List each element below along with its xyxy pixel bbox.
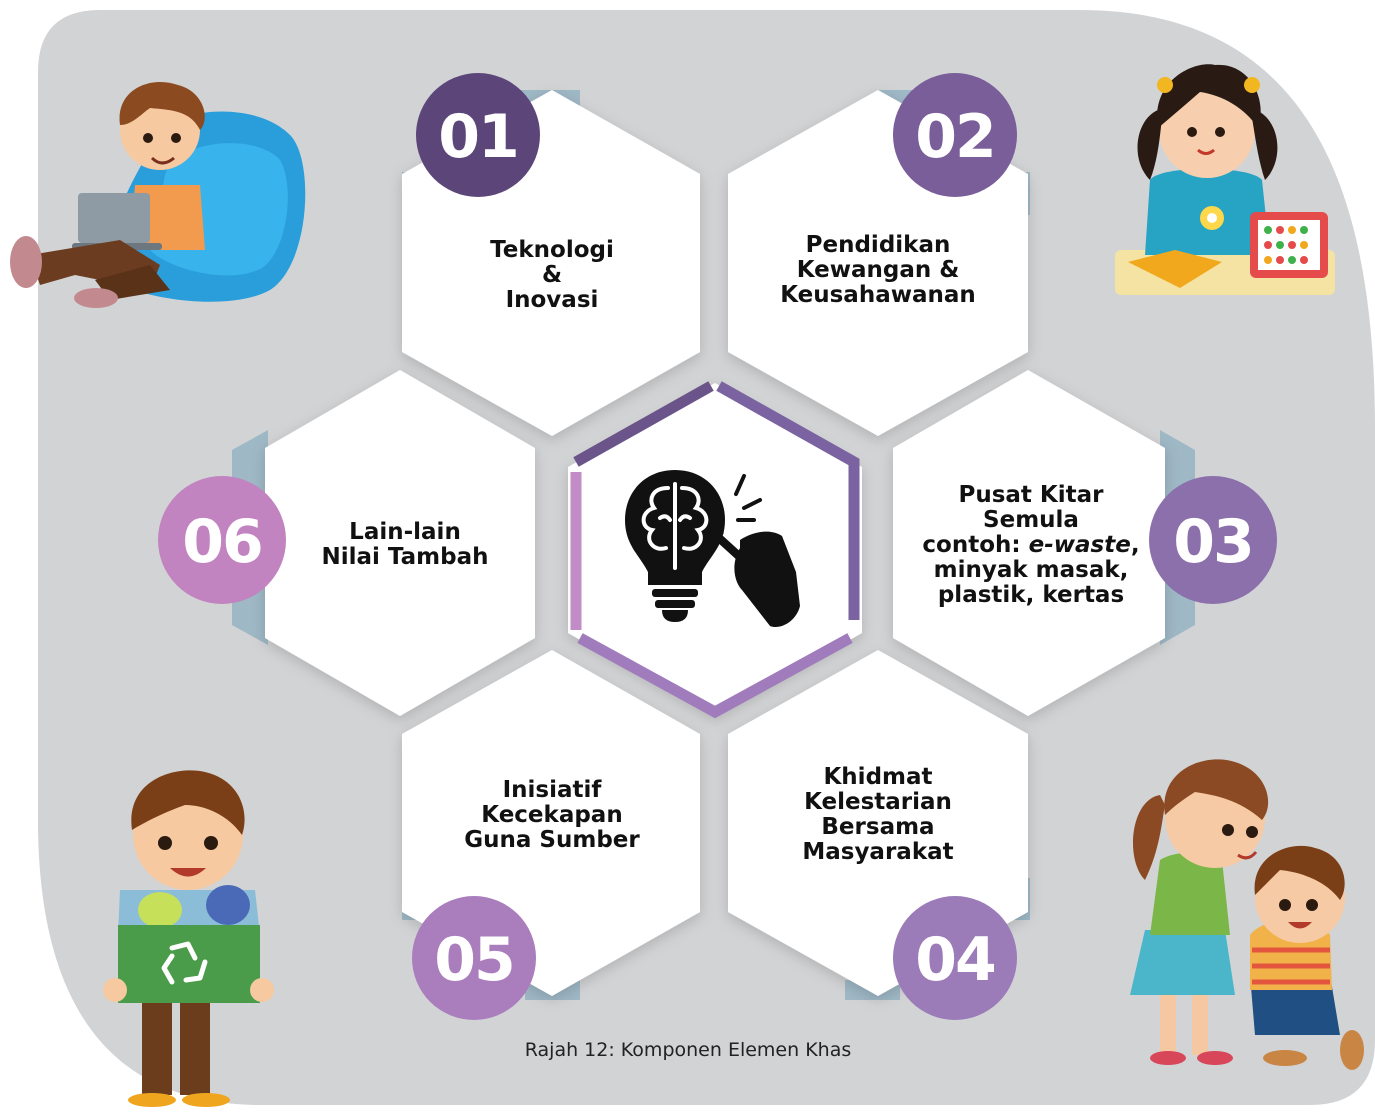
boy-with-laptop-illustration	[10, 81, 306, 308]
component-04-label: Khidmat Kelestarian Bersama Masyarakat	[758, 730, 998, 900]
component-05-line-2: Kecekapan	[481, 801, 623, 828]
component-05-label: Inisiatif Kecekapan Guna Sumber	[432, 730, 672, 900]
badge-03-number: 03	[1173, 507, 1253, 577]
component-03-line-4: minyak masak,	[933, 556, 1129, 583]
badge-05: 05	[412, 896, 536, 1020]
badge-04: 04	[893, 896, 1017, 1020]
component-02-line-2: Kewangan &	[796, 256, 960, 283]
badge-02-number: 02	[915, 102, 995, 172]
center-frame-top-right	[716, 381, 860, 620]
hexagon-03	[893, 370, 1165, 716]
badge-06-number: 06	[182, 507, 262, 577]
center-frame-bottom	[577, 633, 853, 719]
center-frame-top-left	[573, 381, 714, 467]
component-03-line-5: plastik, kertas	[937, 581, 1125, 608]
component-03-line-1: Pusat Kitar	[958, 481, 1104, 508]
component-05-line-3: Guna Sumber	[464, 826, 640, 853]
component-04-line-4: Masyarakat	[802, 839, 954, 865]
component-03-example-suffix: ,	[1130, 531, 1140, 558]
component-01-line-3: Inovasi	[505, 286, 599, 313]
badge-04-number: 04	[915, 925, 995, 995]
component-06-line-2: Nilai Tambah	[321, 544, 489, 570]
figure-caption: Rajah 12: Komponen Elemen Khas	[524, 1039, 852, 1061]
badge-06: 06	[158, 476, 286, 604]
badge-05-number: 05	[434, 925, 514, 995]
badge-01-number: 01	[438, 102, 518, 172]
component-02-label: Pendidikan Kewangan & Keusahawanan	[748, 190, 1008, 350]
component-03-example-em: e-waste	[1028, 531, 1131, 558]
hexagon-06	[265, 370, 535, 716]
component-06-label: Lain-lain Nilai Tambah	[290, 460, 520, 630]
girl-helping-boy-illustration	[1130, 759, 1364, 1070]
component-04-line-2: Kelestarian	[804, 789, 952, 815]
badge-03: 03	[1149, 476, 1277, 604]
component-03-label: Pusat Kitar Semula contoh: e-waste, miny…	[906, 460, 1156, 630]
boy-with-recycling-box-illustration	[103, 770, 274, 1107]
component-05-line-1: Inisiatif	[502, 776, 602, 803]
component-04-line-3: Bersama	[821, 814, 935, 840]
component-03-example-line: contoh: e-waste,	[922, 531, 1140, 558]
component-03-example-prefix: contoh:	[922, 531, 1029, 558]
component-01-line-2: &	[541, 261, 563, 288]
badge-01: 01	[416, 73, 540, 197]
badge-02: 02	[893, 73, 1017, 197]
component-04-line-1: Khidmat	[823, 764, 933, 790]
component-06-line-1: Lain-lain	[349, 519, 461, 545]
component-02-line-3: Keusahawanan	[780, 281, 976, 308]
component-02-line-1: Pendidikan	[805, 231, 951, 258]
component-03-line-2: Semula	[983, 506, 1079, 533]
girl-with-abacus-illustration	[1115, 64, 1335, 295]
lightbulb-brain-pen-icon	[625, 470, 800, 628]
component-01-label: Teknologi & Inovasi	[432, 190, 672, 360]
component-01-line-1: Teknologi	[490, 236, 614, 263]
